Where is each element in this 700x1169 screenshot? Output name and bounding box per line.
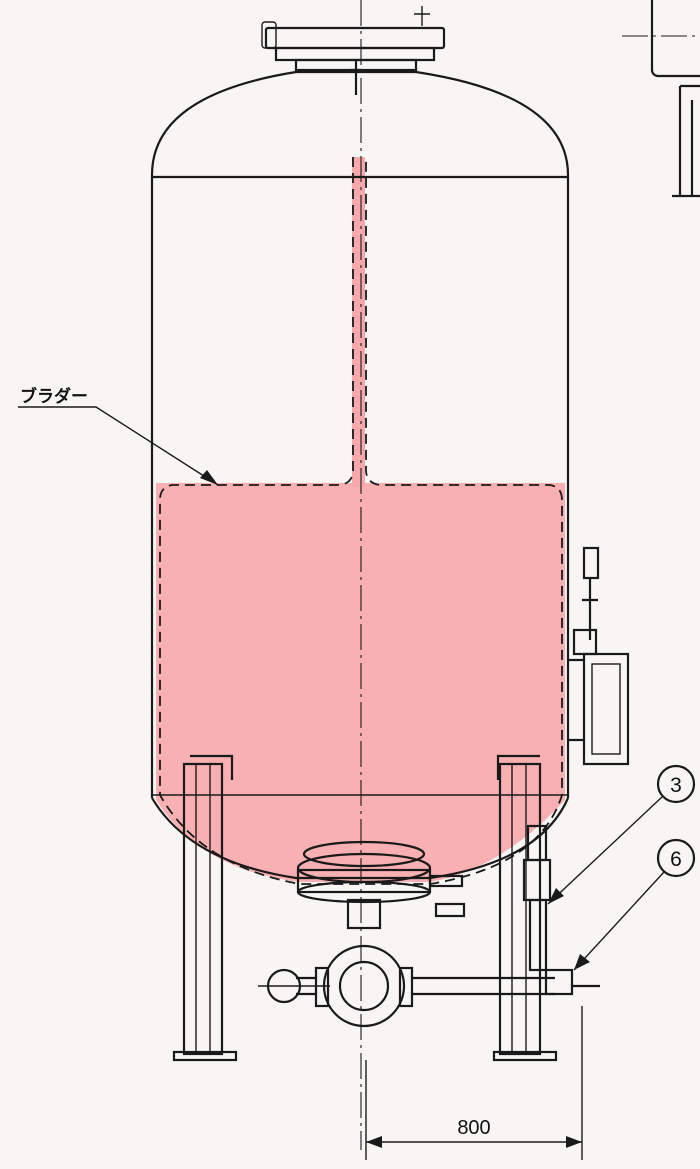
dimension-800: 800 <box>365 1006 583 1160</box>
relief-valve <box>522 824 600 996</box>
manhole-cover <box>261 6 446 95</box>
partial-view-topright <box>622 0 700 198</box>
bladder-outline <box>159 157 563 885</box>
dimension-value: 800 <box>457 1117 490 1139</box>
bladder-leader-line <box>18 406 219 486</box>
callout-3-number: 3 <box>670 774 682 797</box>
bladder-stem-fill <box>352 157 365 487</box>
support-leg-left <box>172 754 238 1062</box>
side-instrument-box <box>568 546 630 766</box>
callout-3: 3 <box>547 764 696 905</box>
bottom-nozzle <box>296 840 466 930</box>
support-leg-right <box>492 754 558 1062</box>
callout-6-number: 6 <box>670 848 682 871</box>
bladder-label: ブラダー <box>20 386 88 406</box>
drain-pipe <box>258 944 555 1028</box>
callout-6: 6 <box>573 838 696 971</box>
